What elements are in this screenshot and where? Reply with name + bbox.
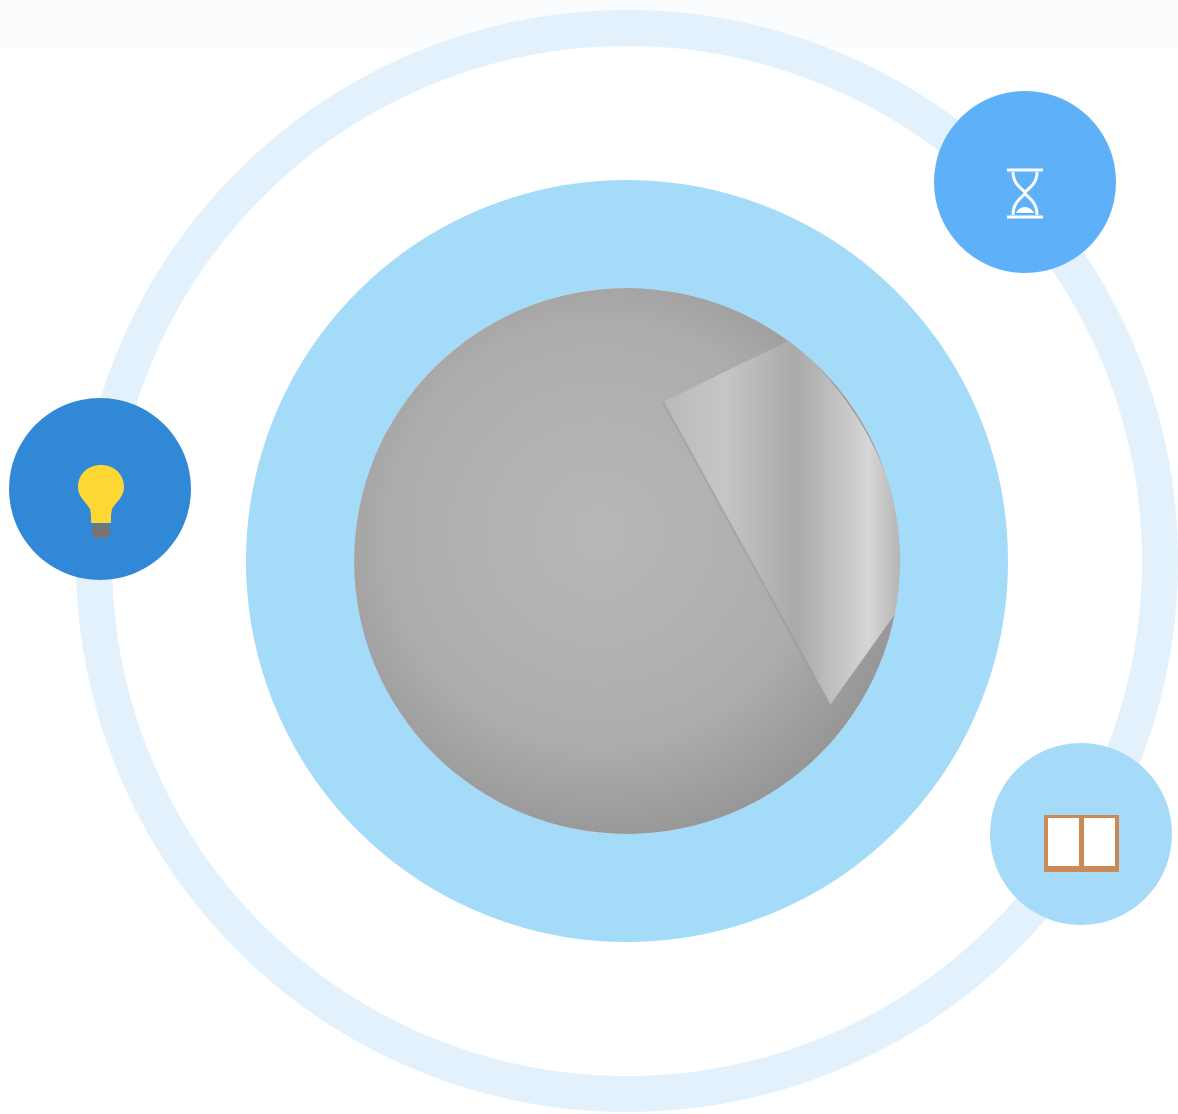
hourglass-node[interactable] <box>934 91 1116 273</box>
lightbulb-node[interactable] <box>9 398 191 580</box>
book-icon <box>1044 815 1119 872</box>
book-node[interactable] <box>990 743 1172 925</box>
